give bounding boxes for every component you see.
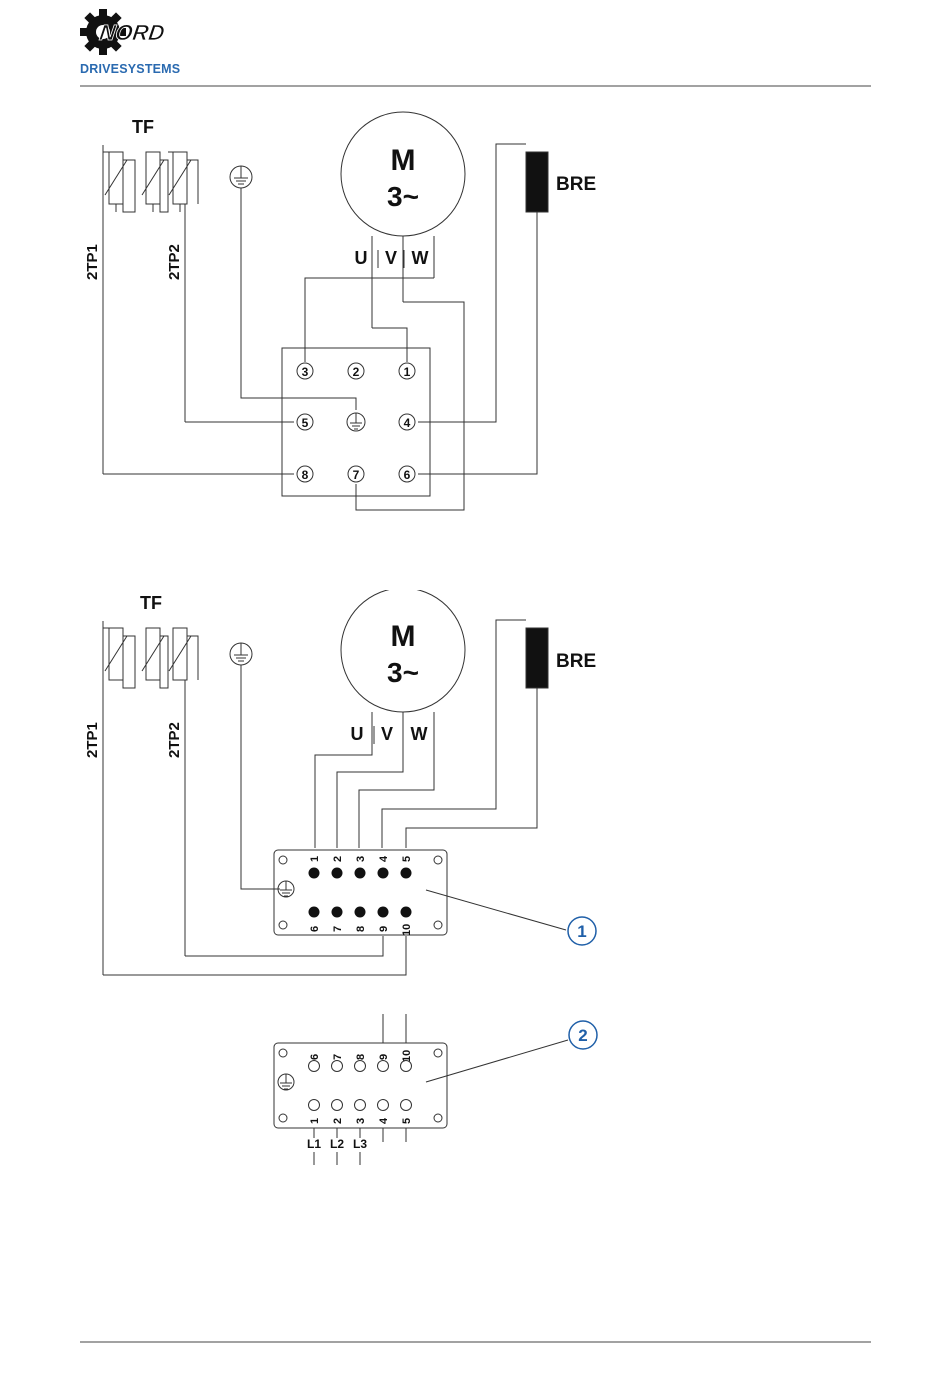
pin-5 xyxy=(401,1100,412,1111)
phase-v-label: V xyxy=(381,724,393,744)
pin-3 xyxy=(355,868,366,879)
terminal-label: 6 xyxy=(404,468,411,482)
motor-phase-label: 3~ xyxy=(387,181,419,212)
pin-label: 4 xyxy=(378,1117,390,1124)
pin-2 xyxy=(332,868,343,879)
tp2-label: 2TP2 xyxy=(166,244,183,280)
pin-5 xyxy=(401,868,412,879)
wiring-diagram-terminal-box: 3 2 1 5 4 8 7 6 TF M 3~ BRE U V W 2TP1 2… xyxy=(0,100,950,530)
tf-label: TF xyxy=(132,117,154,137)
pin-4 xyxy=(378,1100,389,1111)
pin-3 xyxy=(355,1100,366,1111)
callout-2-label: 2 xyxy=(578,1026,587,1045)
terminal-label: 5 xyxy=(302,416,309,430)
callout-1-label: 1 xyxy=(577,922,586,941)
phase-u-label: U xyxy=(351,724,364,744)
terminal-label: 7 xyxy=(353,468,360,482)
brake-label: BRE xyxy=(556,174,596,195)
wiring-diagram-mating-connector: 6 7 8 9 10 1 2 3 4 5 L1 L2 L3 2 xyxy=(0,1010,950,1170)
pin-label: 10 xyxy=(401,1050,413,1062)
earth-symbol xyxy=(230,643,280,889)
pin-label: 5 xyxy=(401,1118,413,1124)
pin-10 xyxy=(401,907,412,918)
terminal-label: 2 xyxy=(353,365,360,379)
pin-label: 2 xyxy=(332,856,344,862)
pin-label: 9 xyxy=(378,926,390,932)
wiring-diagram-connector: 1 2 3 4 5 6 7 8 9 10 TF M 3~ BRE U V W 2… xyxy=(0,590,950,990)
pin-7 xyxy=(332,907,343,918)
pin-label: 3 xyxy=(355,856,367,862)
tp1-label: 2TP1 xyxy=(84,244,101,280)
phase-w-label: W xyxy=(412,248,429,268)
pin-7 xyxy=(332,1061,343,1072)
pin-label: 6 xyxy=(309,1054,321,1060)
pin-4 xyxy=(378,868,389,879)
terminal-earth xyxy=(347,413,365,431)
pin-label: 7 xyxy=(332,1054,344,1060)
pin-label: 1 xyxy=(309,1118,321,1124)
pin-label: 8 xyxy=(355,1054,367,1060)
tf-label: TF xyxy=(140,593,162,613)
pin-8 xyxy=(355,1061,366,1072)
terminal-label: 8 xyxy=(302,468,309,482)
thermistor-group xyxy=(103,621,406,975)
pin-9 xyxy=(378,907,389,918)
pin-label: 2 xyxy=(332,1118,344,1124)
pin-label: 9 xyxy=(378,1054,390,1060)
pin-label: 10 xyxy=(401,924,413,936)
line-label-l1: L1 xyxy=(307,1137,321,1151)
pin-label: 5 xyxy=(401,856,413,862)
brake-coil xyxy=(526,152,548,212)
pin-8 xyxy=(355,907,366,918)
pin-9 xyxy=(378,1061,389,1072)
pin-label: 4 xyxy=(378,855,390,862)
pin-6 xyxy=(309,1061,320,1072)
pin-label: 1 xyxy=(309,856,321,862)
line-label-l3: L3 xyxy=(353,1137,367,1151)
tp2-label: 2TP2 xyxy=(166,722,183,758)
tp1-label: 2TP1 xyxy=(84,722,101,758)
motor-phase-label: 3~ xyxy=(387,657,419,688)
pin-label: 3 xyxy=(355,1118,367,1124)
pin-1 xyxy=(309,1100,320,1111)
pin-1 xyxy=(309,868,320,879)
earth-symbol xyxy=(230,166,356,410)
thermistor-group xyxy=(103,145,198,474)
terminal-label: 3 xyxy=(302,365,309,379)
pin-label: 8 xyxy=(355,926,367,932)
phase-w-label: W xyxy=(411,724,428,744)
terminal-label: 4 xyxy=(404,416,411,430)
pin-6 xyxy=(309,907,320,918)
motor-label: M xyxy=(391,144,416,177)
phase-u-label: U xyxy=(355,248,368,268)
brake-coil xyxy=(526,628,548,688)
phase-v-label: V xyxy=(385,248,397,268)
pin-label: 7 xyxy=(332,926,344,932)
terminal-label: 1 xyxy=(404,365,411,379)
line-label-l2: L2 xyxy=(330,1137,344,1151)
pin-2 xyxy=(332,1100,343,1111)
pin-label: 6 xyxy=(309,926,321,932)
brake-label: BRE xyxy=(556,651,596,672)
motor-label: M xyxy=(391,620,416,653)
